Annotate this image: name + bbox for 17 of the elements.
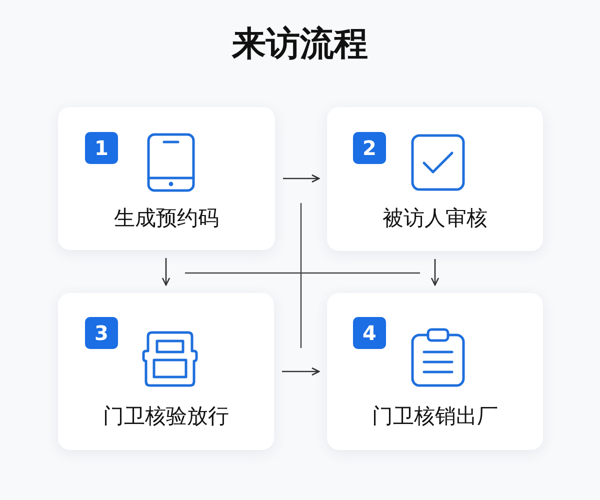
step-number-badge: 4 — [353, 317, 386, 349]
step-number-badge: 1 — [85, 132, 118, 164]
step-label: 门卫核销出厂 — [372, 404, 498, 429]
step-card — [58, 293, 274, 450]
step-label: 被访人审核 — [382, 206, 488, 231]
arrow — [162, 258, 170, 286]
step-number-badge: 3 — [85, 317, 118, 349]
step-card — [327, 293, 543, 450]
arrow — [283, 174, 320, 183]
step-card — [327, 107, 543, 251]
arrow — [282, 367, 320, 376]
step-card — [58, 107, 275, 250]
title: 来访流程 — [232, 24, 368, 65]
step-label: 生成预约码 — [114, 206, 219, 231]
step-label: 门卫核验放行 — [103, 404, 229, 429]
step-number-badge: 2 — [353, 132, 386, 164]
arrow — [430, 259, 440, 286]
